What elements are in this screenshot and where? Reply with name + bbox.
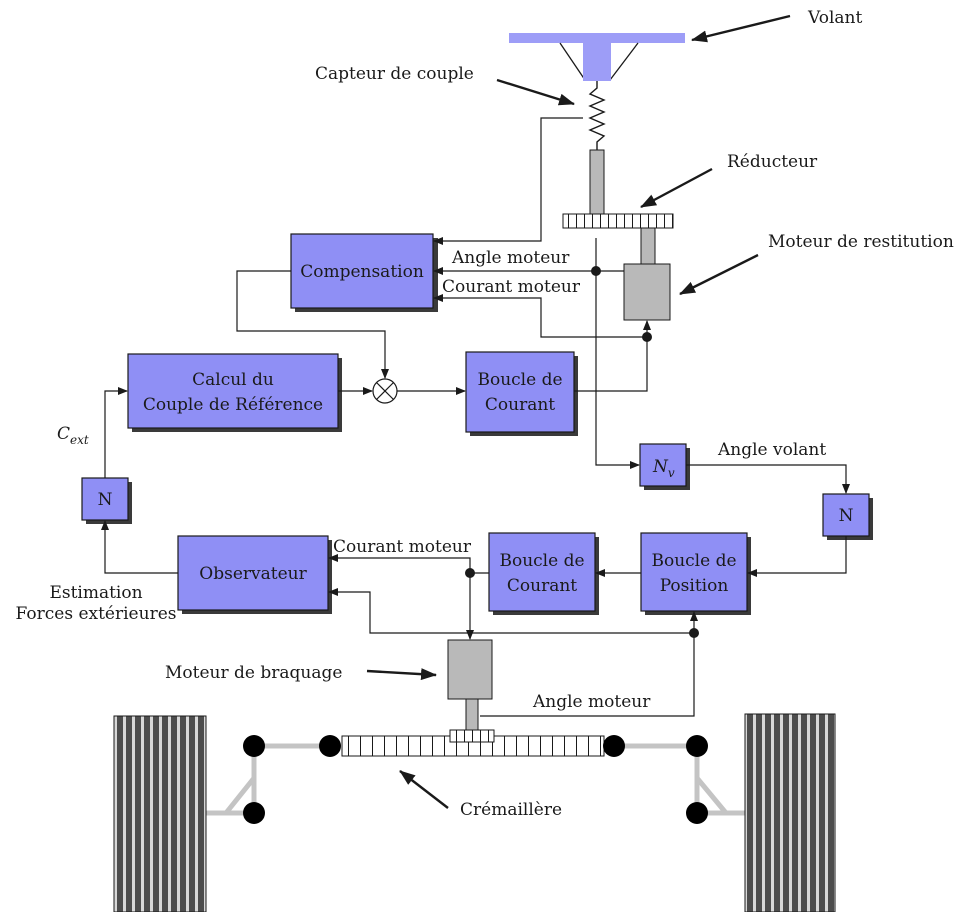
arrow-capteur [496,78,575,106]
wire-n-to-position [747,536,847,577]
n-gain-left-block: N [81,477,132,524]
reference-torque-block: Calcul du Couple de Référence [127,353,342,432]
n-left-label: N [98,490,113,510]
wire-courant-to-observer [328,554,471,573]
nv-gain-block: Nv [639,443,690,490]
steering-motor-shaft [465,698,479,732]
n-gain-right-block: N [822,493,873,540]
current-loop-top-line2: Courant [485,395,555,415]
label-c-ext-main: C [57,424,70,444]
knuckle-right-diagonal [695,776,728,815]
knuckle-left-diagonal [224,776,256,815]
wire-observer-to-n [101,520,178,574]
observer-block: Observateur [177,535,332,614]
wire-courant-moteur-top [433,294,647,338]
wire-current-loop-to-motor [574,320,651,392]
position-loop-block: Boucle de Position [640,532,751,615]
wheel-left-icon [113,715,207,912]
joint-rack-right [603,735,625,757]
label-estimation-line2: Forces extérieures [16,604,177,624]
label-volant: Volant [807,8,862,28]
label-estimation-line1: Estimation [49,583,142,603]
label-c-ext-sub: ext [70,433,89,447]
calcul-label-line2: Couple de Référence [143,395,323,415]
wire-angle-to-nv [595,271,640,469]
nv-main: N [652,457,669,477]
observer-label: Observateur [199,564,307,584]
svg-text:Cext: Cext [57,424,89,447]
label-moteur-de-restitution: Moteur de restitution [768,232,954,252]
current-loop-bottom-line2: Courant [507,576,577,596]
position-loop-line2: Position [660,576,729,596]
wheel-right-icon [744,713,836,912]
position-loop-line1: Boucle de [651,551,736,571]
arrow-cremaillere [399,770,449,809]
arrow-moteur-braquage [366,668,437,681]
label-angle-moteur-top: Angle moteur [451,248,570,268]
reducer-gear-icon [562,213,674,229]
arrow-reducteur [640,167,713,209]
wire-nv-to-n [686,464,850,494]
compensation-block: Compensation [290,233,438,312]
label-angle-volant: Angle volant [717,440,826,460]
steering-motor-icon [447,639,493,700]
compensation-label: Compensation [300,262,424,282]
wire-compensation-to-sum [236,270,389,379]
label-angle-moteur-bottom: Angle moteur [532,692,651,712]
label-courant-moteur-bottom: Courant moteur [333,537,472,557]
joint-knuckle-left-bottom [243,802,265,824]
arrow-moteur-restitution [679,253,759,296]
arrow-volant [691,14,791,43]
steering-wheel-icon [509,33,685,81]
calcul-label-line1: Calcul du [192,370,274,390]
torque-sensor-spring-icon [588,81,606,150]
wire-angle-moteur-bottom [480,633,695,717]
current-loop-bottom-block: Boucle de Courant [488,532,599,615]
current-loop-top-block: Boucle de Courant [465,351,578,436]
label-moteur-de-braquage: Moteur de braquage [165,663,342,683]
wire-n-to-calcul [104,387,128,478]
summing-junction-icon [372,378,398,404]
label-courant-moteur-top: Courant moteur [442,277,581,297]
wire-angle-to-observer [328,588,694,634]
motor-shaft [640,227,656,265]
feedback-motor-icon [623,263,671,321]
joint-knuckle-right-top [686,735,708,757]
label-cremaillere: Crémaillère [460,800,562,820]
pinion-icon [449,729,495,743]
label-reducteur: Réducteur [727,152,818,172]
joint-knuckle-left-top [243,735,265,757]
svg-text:Nv: Nv [652,457,675,480]
current-loop-bottom-line1: Boucle de [499,551,584,571]
nv-sub: v [668,466,675,480]
n-right-label: N [839,506,854,526]
label-capteur-de-couple: Capteur de couple [315,64,474,84]
joint-knuckle-right-bottom [686,802,708,824]
wire-sensor-to-compensation [433,117,583,245]
joint-rack-left [319,735,341,757]
current-loop-top-line1: Boucle de [477,370,562,390]
steering-column-shaft [589,149,605,215]
